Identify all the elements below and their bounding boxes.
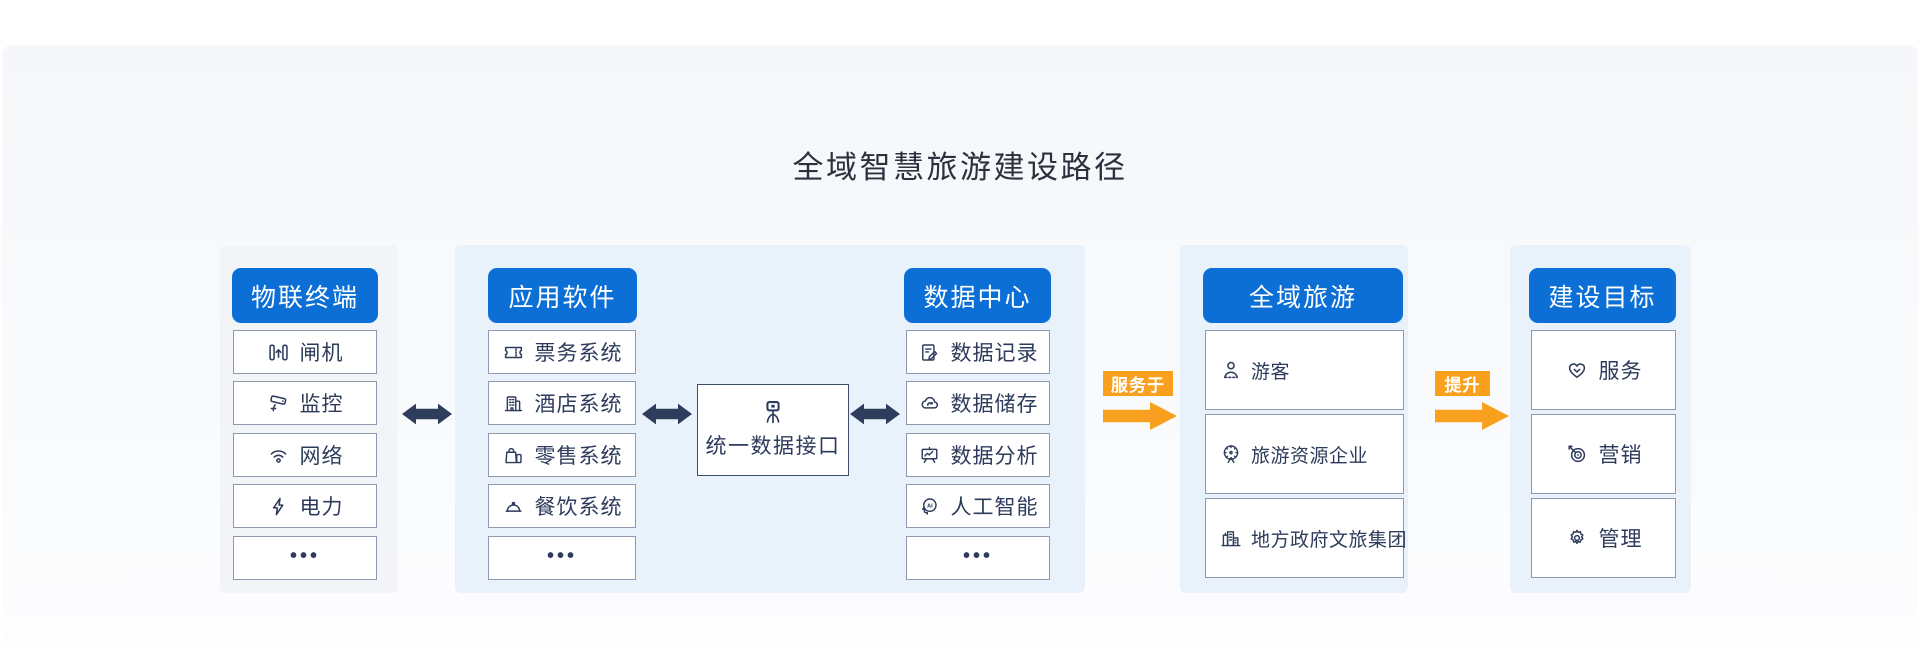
person-icon — [1224, 361, 1238, 379]
column-header-all-region-tourism: 全域旅游 — [1203, 268, 1403, 323]
chart-board-icon — [920, 446, 938, 463]
item-marketing: 营销 — [1531, 414, 1676, 494]
item-more-iot: ••• — [233, 536, 377, 580]
column-header-label: 物联终端 — [250, 283, 359, 312]
item-data-analysis: 数据分析 — [906, 433, 1050, 477]
item-management: 管理 — [1531, 498, 1676, 578]
item-data-storage: 数据储存 — [906, 381, 1050, 425]
item-label: 监控 — [299, 393, 344, 416]
item-surveillance: 监控 — [233, 381, 377, 425]
arrow-iot-apps — [402, 403, 452, 425]
item-label: 数据记录 — [950, 342, 1039, 365]
item-ticketing-system: 票务系统 — [488, 330, 636, 374]
item-tourism-resource-enterprises: 旅游资源企业 — [1205, 414, 1404, 494]
shopping-bag-icon — [504, 447, 522, 463]
item-label: 旅游资源企业 — [1251, 445, 1369, 467]
column-header-label: 全域旅游 — [1248, 283, 1357, 312]
item-power: 电力 — [233, 484, 377, 528]
item-gate-machine: 闸机 — [233, 330, 377, 374]
item-hotel-system: 酒店系统 — [488, 381, 636, 425]
item-service: 服务 — [1531, 330, 1676, 410]
item-data-recording: 数据记录 — [906, 330, 1050, 374]
flow-label-enhance: 提升 — [1435, 371, 1490, 396]
ticket-icon — [504, 346, 522, 358]
cloud-icon — [920, 396, 938, 409]
item-label: 游客 — [1251, 361, 1291, 383]
item-label: 服务 — [1598, 360, 1643, 383]
cctv-icon — [269, 394, 286, 411]
item-label: 闸机 — [299, 342, 344, 365]
svg-text:AI: AI — [927, 503, 933, 509]
item-label: 零售系统 — [534, 445, 623, 468]
buildings-icon — [1221, 531, 1241, 547]
column-header-label: 建设目标 — [1548, 283, 1657, 312]
item-label: 数据分析 — [950, 445, 1039, 468]
item-label: 数据储存 — [950, 393, 1039, 416]
item-label: 餐饮系统 — [534, 496, 623, 519]
item-local-gov-culture-tourism-group: 地方政府文旅集团 — [1205, 498, 1408, 578]
item-label: 票务系统 — [534, 342, 623, 365]
column-header-iot-terminals: 物联终端 — [232, 268, 378, 323]
item-catering-system: 餐饮系统 — [488, 484, 636, 528]
flow-arrow-enhance — [1435, 402, 1509, 430]
item-tourists: 游客 — [1205, 330, 1404, 410]
column-header-construction-goals: 建设目标 — [1529, 268, 1676, 323]
item-more-apps: ••• — [488, 536, 636, 580]
item-more-data: ••• — [906, 536, 1050, 580]
arrow-interface-datacenter — [850, 403, 900, 425]
interface-label: 统一数据接口 — [705, 435, 841, 458]
hotel-building-icon — [504, 395, 522, 411]
bolt-icon — [272, 497, 283, 515]
column-header-data-center: 数据中心 — [904, 268, 1051, 323]
gate-icon — [268, 344, 288, 360]
page-title: 全域智慧旅游建设路径 — [792, 150, 1128, 185]
data-hub-icon — [766, 401, 780, 424]
flow-label-text: 提升 — [1444, 376, 1481, 395]
arrow-apps-interface — [642, 403, 692, 425]
heart-icon — [1568, 363, 1585, 378]
flow-label-text: 服务于 — [1111, 376, 1165, 395]
ai-head-icon: AI — [921, 497, 937, 515]
ellipsis-icon: ••• — [546, 545, 577, 567]
item-label: 网络 — [299, 445, 344, 468]
item-label: 酒店系统 — [534, 393, 623, 416]
flow-label-serves: 服务于 — [1103, 371, 1173, 396]
item-label: 地方政府文旅集团 — [1251, 529, 1408, 551]
item-network: 网络 — [233, 433, 377, 477]
ellipsis-icon: ••• — [962, 545, 993, 567]
item-label: 营销 — [1598, 444, 1643, 467]
wifi-icon — [270, 449, 286, 463]
column-header-label: 数据中心 — [923, 283, 1032, 312]
ferris-wheel-icon — [1223, 445, 1239, 464]
item-artificial-intelligence: AI 人工智能 — [906, 484, 1050, 528]
doc-edit-icon — [921, 343, 937, 361]
column-header-application-software: 应用软件 — [488, 268, 637, 323]
gear-icon — [1569, 529, 1584, 545]
item-retail-system: 零售系统 — [488, 433, 636, 477]
item-label: 电力 — [299, 496, 344, 519]
target-icon — [1567, 445, 1585, 463]
item-label: 管理 — [1598, 528, 1643, 551]
cloche-icon — [504, 501, 522, 512]
column-header-label: 应用软件 — [508, 283, 617, 312]
item-label: 人工智能 — [950, 496, 1039, 519]
unified-data-interface-box: 统一数据接口 — [697, 384, 849, 476]
ellipsis-icon: ••• — [289, 545, 320, 567]
flow-arrow-serves — [1103, 402, 1177, 430]
